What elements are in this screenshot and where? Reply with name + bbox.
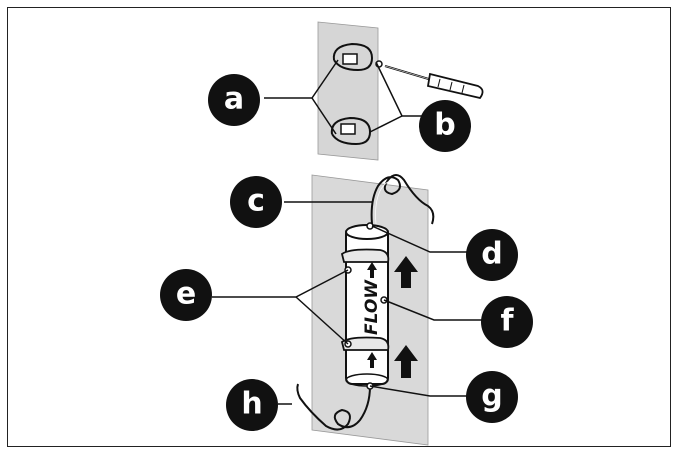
callout-h: h (226, 379, 278, 431)
svg-text:d: d (481, 237, 502, 272)
flow-arrow-icon (394, 256, 418, 288)
filter-cartridge (340, 222, 390, 390)
svg-text:b: b (434, 108, 455, 143)
svg-text:c: c (247, 184, 265, 219)
upper-clip-bottom (330, 116, 371, 146)
svg-text:f: f (500, 304, 514, 339)
svg-text:e: e (176, 277, 196, 312)
leader-lines (212, 59, 486, 405)
callout-c: c (230, 176, 282, 228)
outlet-tubing (296, 383, 371, 431)
callout-f: f (481, 296, 533, 348)
flow-arrow-icon (394, 345, 418, 378)
flow-label: FLOW (362, 279, 382, 335)
screwdriver-icon (384, 65, 484, 100)
callout-a: a (208, 74, 260, 126)
callout-d: d (466, 229, 518, 281)
svg-text:g: g (481, 379, 502, 414)
svg-text:h: h (241, 387, 262, 422)
inlet-tubing (370, 174, 435, 225)
callout-g: g (466, 371, 518, 423)
callout-b: b (419, 100, 471, 152)
svg-text:a: a (224, 82, 244, 117)
upper-clip-top (332, 42, 373, 72)
callout-e: e (160, 269, 212, 321)
